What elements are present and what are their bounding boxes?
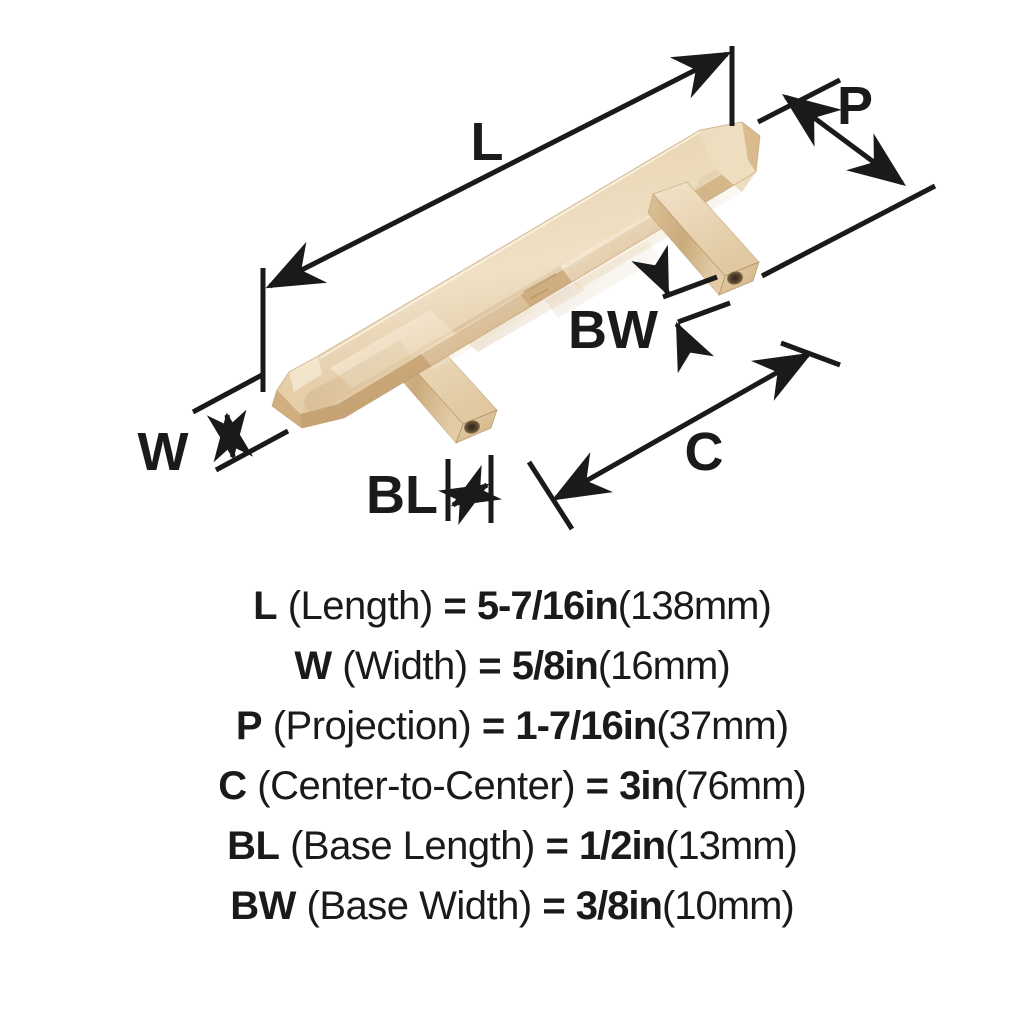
extension-line-projection-top (756, 77, 842, 125)
spec-row-base-width: BW (Base Width) = 3/8in(10mm) (230, 884, 795, 946)
spec-key-base-width: BW (230, 884, 296, 928)
dimension-base-length: BL (366, 455, 502, 526)
dimension-label-projection: P (837, 76, 873, 136)
spec-metric-base-length: (13mm) (665, 824, 798, 868)
dimension-center-to-center: C (526, 340, 841, 531)
spec-key-width: W (294, 644, 332, 688)
spec-metric-center-to-center: (76mm) (673, 764, 807, 808)
dimension-label-length: L (471, 112, 504, 172)
spec-row-width: W (Width) = 5/8in(16mm) (294, 644, 731, 706)
spec-key-projection: P (235, 704, 263, 748)
spec-name-length: (Length) (277, 584, 433, 628)
spec-row-base-length: BL (Base Length) = 1/2in(13mm) (227, 824, 798, 886)
spec-name-projection: (Projection) (262, 704, 472, 748)
screw-hole-left (464, 420, 480, 434)
bar-pull-handle-illustration (271, 121, 761, 444)
extension-line-width-bottom (214, 428, 290, 473)
dimension-projection: P (756, 76, 937, 279)
dimension-line-bw-top (631, 244, 671, 297)
spec-value-base-length: 1/2in (578, 824, 666, 868)
spec-value-length: 5-7/16in (476, 584, 619, 628)
dimension-label-base-length: BL (366, 465, 438, 525)
extension-line-projection-bottom (760, 183, 937, 279)
dimension-line-length (265, 51, 732, 289)
spec-name-base-width: (Base Width) (295, 884, 533, 928)
spec-row-projection: P (Projection) = 1-7/16in(37mm) (235, 704, 789, 766)
dimension-label-width: W (138, 422, 189, 482)
spec-equals-base-length: = (534, 824, 579, 868)
spec-equals-length: = (432, 584, 477, 628)
spec-metric-width: (16mm) (597, 644, 731, 688)
specification-list: L (Length) = 5-7/16in(138mm) W (Width) =… (0, 586, 1024, 946)
extension-line-bw-upper (662, 274, 718, 300)
diagram-canvas: L P W C BL (138, 46, 937, 531)
spec-value-width: 5/8in (511, 644, 599, 688)
spec-name-base-length: (Base Length) (279, 824, 535, 868)
product-dimension-diagram: L P W C BL (138, 46, 937, 531)
spec-key-base-length: BL (227, 824, 280, 868)
spec-equals-projection: = (471, 704, 516, 748)
extension-line-ctc-left (526, 460, 575, 531)
spec-metric-length: (138mm) (617, 584, 772, 628)
extension-line-width-top (191, 372, 264, 415)
spec-value-center-to-center: 3in (619, 764, 675, 808)
dimension-length: L (260, 46, 735, 392)
dimension-line-bw-bottom (674, 321, 715, 374)
spec-equals-center-to-center: = (575, 764, 620, 808)
spec-row-length: L (Length) = 5-7/16in(138mm) (253, 584, 772, 646)
spec-key-length: L (253, 584, 278, 628)
spec-name-center-to-center: (Center-to-Center) (246, 764, 576, 808)
dimension-label-center-to-center: C (685, 422, 724, 482)
spec-row-center-to-center: C (Center-to-Center) = 3in(76mm) (218, 764, 807, 826)
dimension-width: W (138, 372, 290, 482)
dimension-line-width (206, 409, 254, 463)
extension-line-bw-lower (677, 300, 731, 325)
spec-key-center-to-center: C (218, 764, 247, 808)
spec-metric-base-width: (10mm) (661, 884, 795, 928)
dimension-line-bl (438, 464, 502, 526)
spec-value-projection: 1-7/16in (515, 704, 657, 748)
spec-value-base-width: 3/8in (575, 884, 663, 928)
dimension-base-width: BW (568, 244, 731, 374)
dimension-line-ctc (551, 352, 813, 501)
spec-equals-width: = (467, 644, 512, 688)
dimension-line-projection (781, 94, 907, 186)
handle-bar (271, 121, 761, 429)
spec-equals-base-width: = (531, 884, 576, 928)
spec-metric-projection: (37mm) (656, 704, 789, 748)
extension-line-ctc-right (780, 340, 841, 368)
dimension-label-base-width: BW (568, 300, 658, 360)
spec-name-width: (Width) (331, 644, 468, 688)
